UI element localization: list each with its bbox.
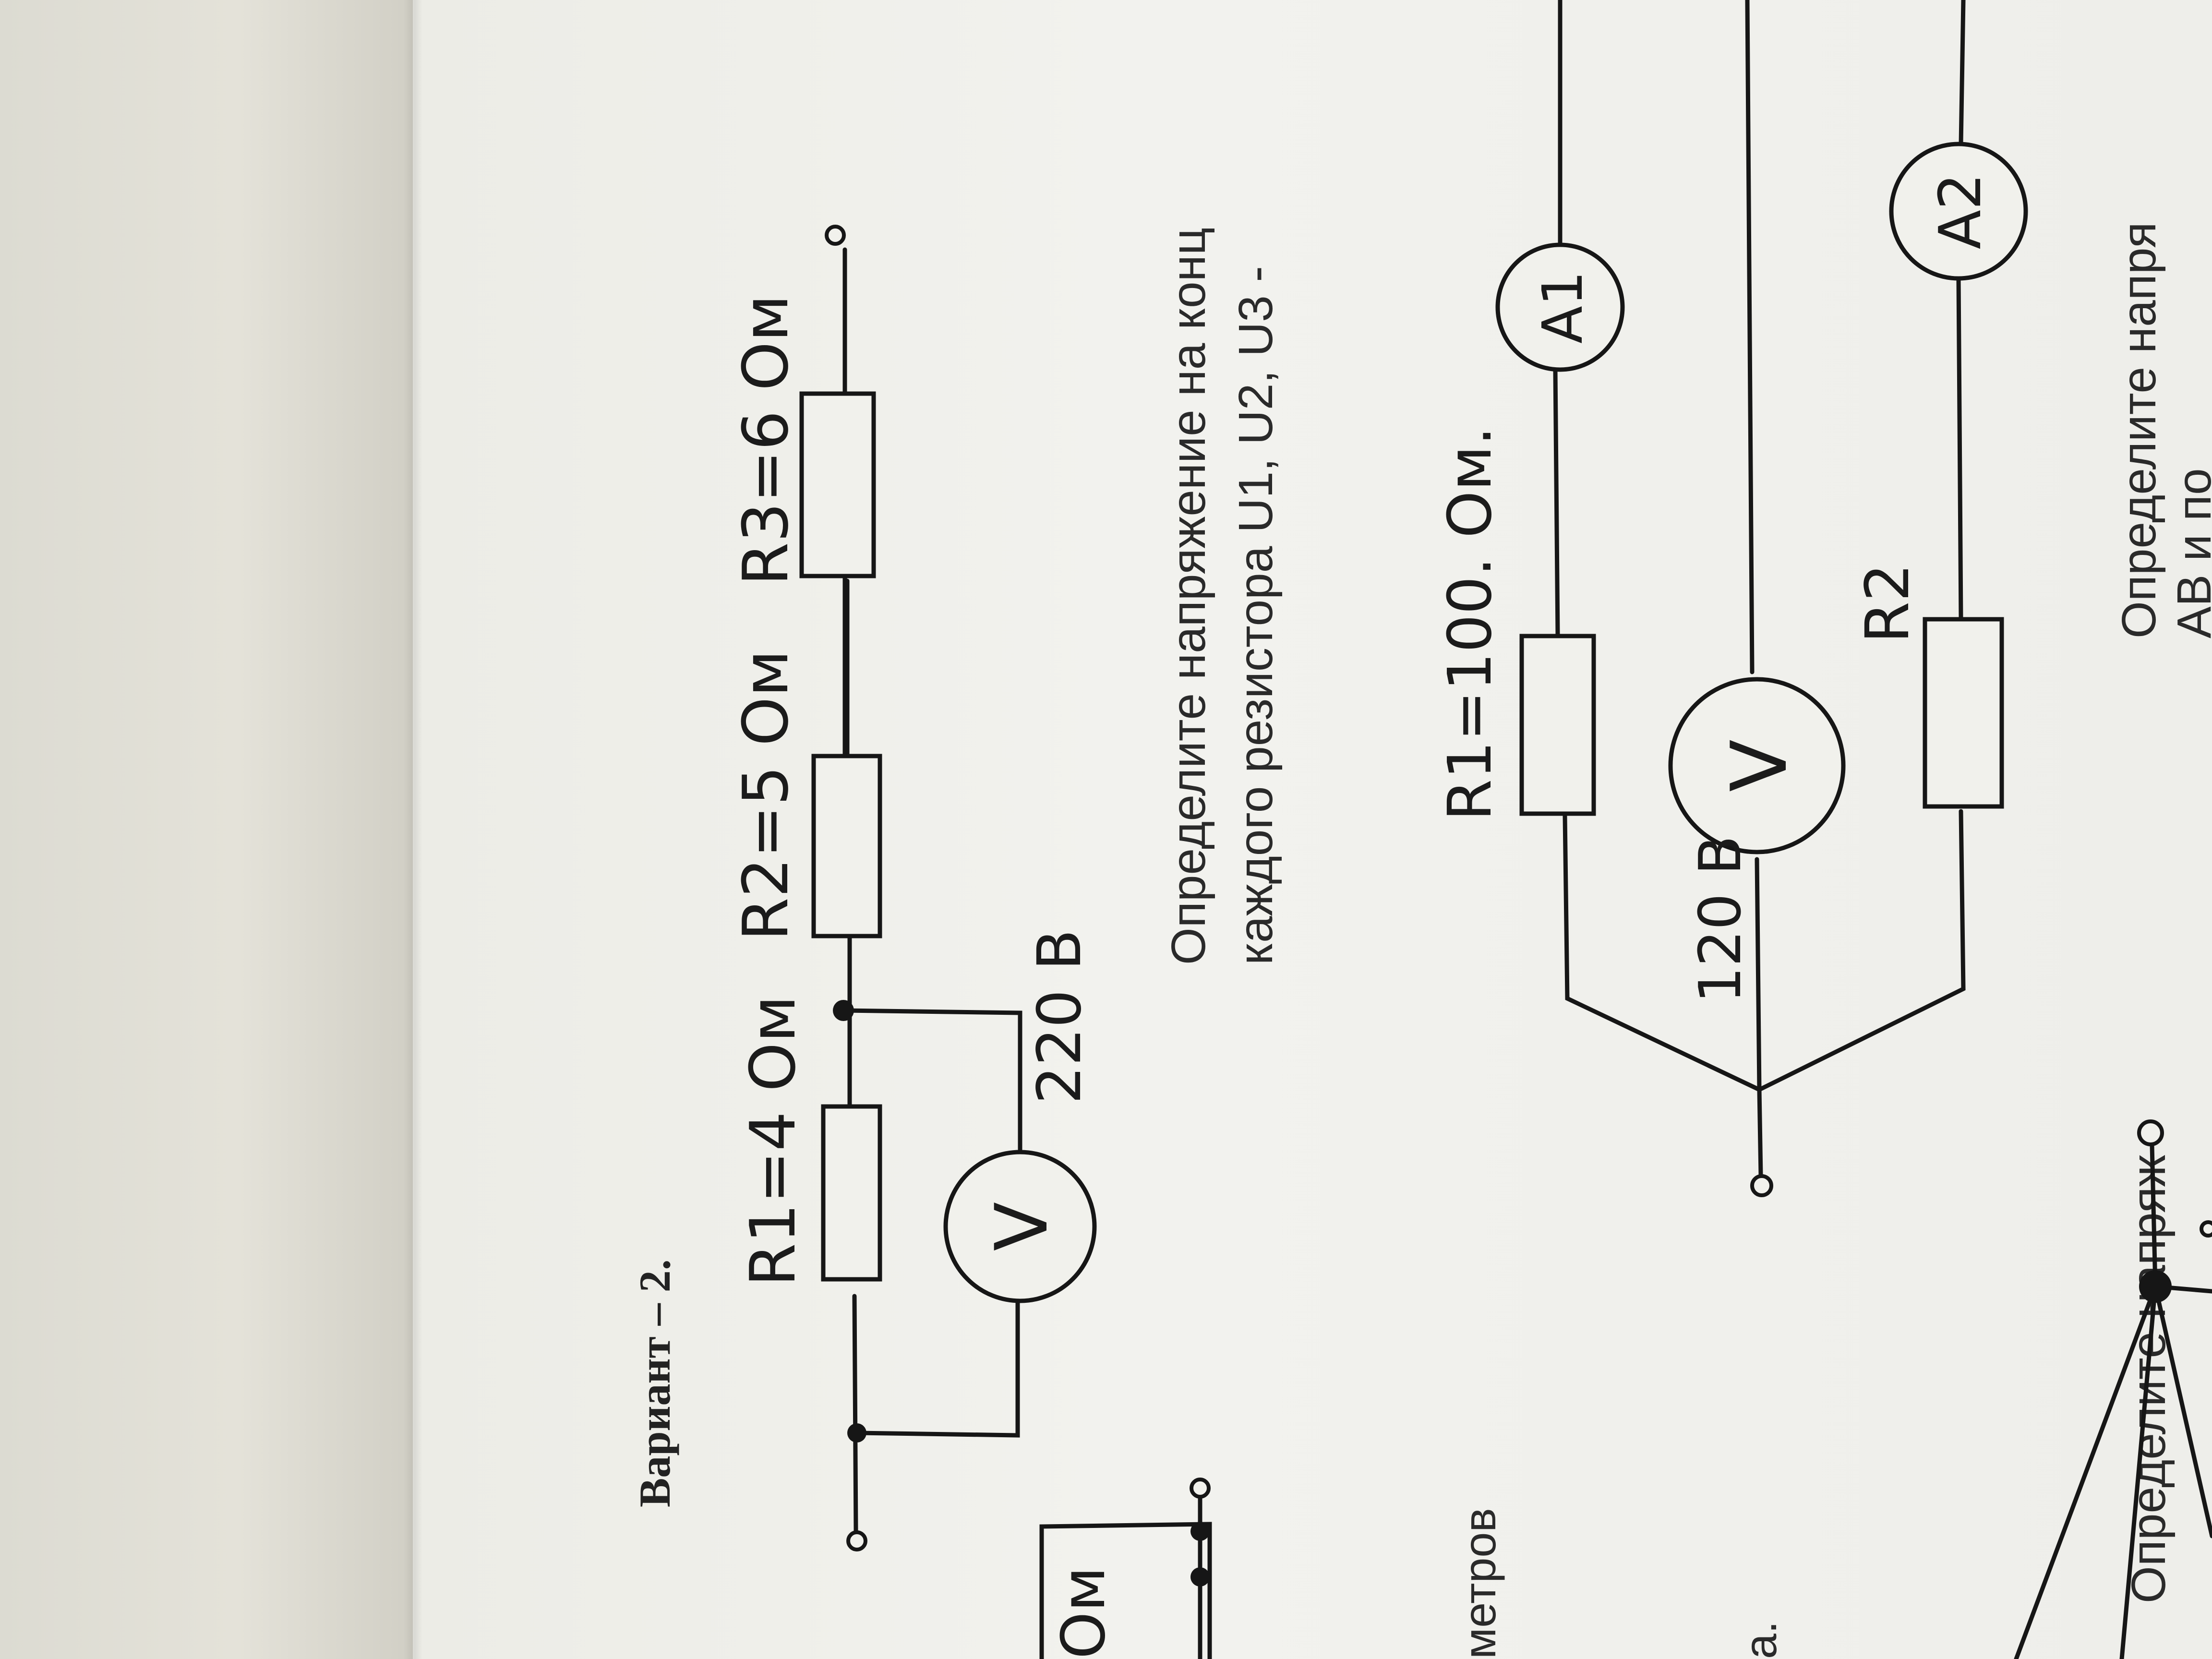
left-fragment-terminal — [1190, 1478, 1211, 1499]
terminal-left-1 — [846, 1530, 867, 1551]
voltmeter-1 — [943, 1150, 1097, 1303]
circuit-diagram-2: V A1 A2 R1=100. Ом. R2 120 В — [1435, 0, 2028, 1197]
left-fragment-node-a — [1190, 1522, 1210, 1541]
r1-2-label: R1=100. Ом. — [1435, 426, 1505, 821]
left-fragment-node-b — [1190, 1567, 1210, 1587]
worksheet-paper — [413, 0, 2212, 1659]
task-2-line-2: АВ и по — [2167, 468, 2212, 638]
wire-a2-top — [1959, 0, 1966, 146]
circuit-diagram-1: V R1=4 Ом R2=5 Ом R3=6 Ом 220 В — [729, 225, 1097, 1551]
bottom-wire-vertical — [2150, 1142, 2158, 1289]
variant-heading: Вариант – 2. — [630, 1259, 679, 1507]
bottom-terminal — [2137, 1119, 2164, 1146]
voltmeter-branch-1 — [841, 1008, 1022, 1438]
terminal-right-1 — [825, 225, 846, 246]
wire-r2-a2 — [1956, 276, 1963, 622]
split-wires-2 — [1563, 809, 1966, 1092]
resistor-r2-2 — [1923, 617, 2004, 809]
resistor-r2 — [811, 754, 882, 938]
trunk-wire-2 — [1757, 1087, 1763, 1178]
r2-2-label: R2 — [1853, 564, 1923, 643]
resistor-r3 — [799, 391, 876, 578]
left-fragment-box — [1039, 1522, 1212, 1659]
r2-label: R2=5 Ом — [729, 650, 802, 941]
task-2-line-1: Определите напря — [2112, 222, 2166, 638]
ammeter-a2 — [1889, 142, 2028, 281]
resistor-r1-2 — [1519, 634, 1596, 816]
center-wire-2 — [1745, 0, 1762, 1092]
left-fragment: Ом метров а. — [1039, 1478, 1786, 1659]
voltmeter-1-symbol: V — [980, 1202, 1064, 1251]
left-fragment-word-a: а. — [1735, 1621, 1786, 1659]
paper-edge-shadow — [403, 0, 422, 1659]
voltmeter-1-reading: 220 В — [1025, 929, 1094, 1104]
desk-background — [0, 0, 432, 1659]
ammeter-a2-symbol: A2 — [1927, 173, 1994, 249]
bottom-terminal-right — [2200, 1220, 2212, 1238]
bottom-fan-wires — [2014, 1284, 2212, 1659]
r3-label: R3=6 Ом — [729, 295, 802, 586]
wire-r1-a1 — [1553, 367, 1560, 638]
voltmeter-2 — [1668, 677, 1846, 854]
left-fragment-label-om: Ом — [1049, 1566, 1118, 1659]
voltmeter-2-reading: 120 В — [1687, 835, 1754, 1003]
resistor-r1 — [821, 1104, 882, 1282]
left-fragment-word-metrov: метров — [1455, 1508, 1505, 1659]
r1-label: R1=4 Ом — [736, 996, 809, 1286]
task-1-line-2: каждого резистора U1, U2, U3 - — [1229, 266, 1283, 965]
voltmeter-2-symbol: V — [1714, 739, 1804, 792]
bottom-right-fragment — [2014, 1119, 2212, 1659]
ammeter-a1-symbol: A1 — [1531, 271, 1595, 344]
terminal-left-2 — [1750, 1174, 1773, 1197]
task-1-line-1: Определите напряжение на конц — [1162, 228, 1215, 965]
